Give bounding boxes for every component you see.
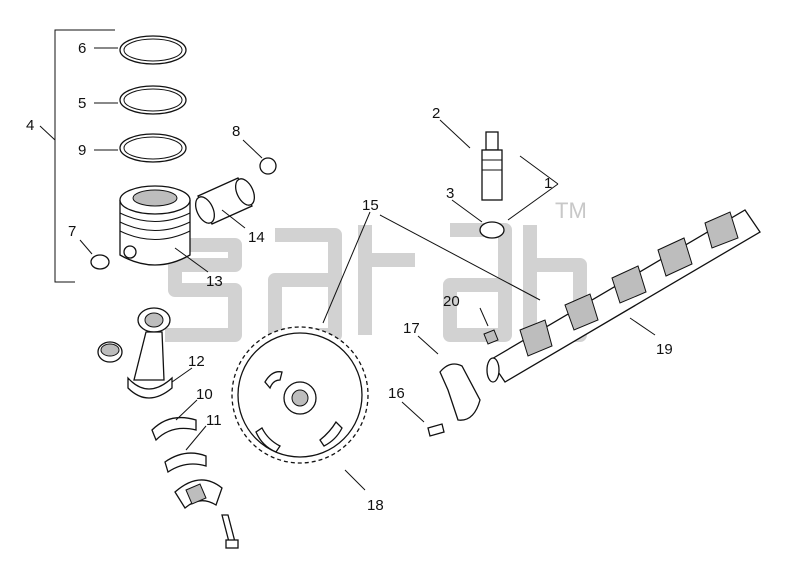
piston-ring-5 [119, 85, 187, 115]
callout-15: 15 [362, 197, 379, 214]
piston [119, 185, 191, 266]
callout-5: 5 [78, 95, 86, 112]
bearing-shell-10 [151, 416, 197, 442]
callout-2: 2 [432, 105, 440, 122]
callout-14: 14 [248, 229, 265, 246]
bearing-shell-11 [164, 452, 207, 474]
watermark-trademark: TM [555, 198, 587, 223]
piston-ring-6 [119, 35, 187, 65]
camshaft [486, 209, 761, 383]
callout-18: 20 [443, 293, 460, 310]
callout-13: 13 [206, 273, 223, 290]
callout-19: 19 [656, 341, 673, 358]
woodruff-key [483, 329, 499, 345]
callout-8: 8 [232, 123, 240, 140]
callout-18-gear: 18 [367, 497, 384, 514]
callout-17: 17 [403, 320, 420, 337]
lifter-disc [479, 221, 505, 239]
snap-ring-8 [259, 157, 277, 175]
callout-10: 10 [196, 386, 213, 403]
camshaft-gear [231, 326, 369, 464]
callout-4: 4 [26, 117, 34, 134]
leader-lines [39, 47, 656, 491]
callout-7: 7 [68, 223, 76, 240]
callout-11: 11 [206, 412, 222, 429]
callout-9: 9 [78, 142, 86, 159]
thrust-plate-bolt [427, 423, 445, 437]
callout-6: 6 [78, 40, 86, 57]
piston-ring-9 [119, 133, 187, 163]
valve-tappet [481, 131, 503, 201]
connecting-rod [97, 307, 173, 399]
callout-1: 1 [544, 175, 552, 192]
snap-ring-7 [90, 254, 110, 270]
piston-assembly-bracket [54, 29, 115, 283]
callout-3: 3 [446, 185, 454, 202]
connecting-rod-cap [174, 479, 223, 509]
thrust-plate [439, 363, 481, 421]
callout-12: 12 [188, 353, 205, 370]
connecting-rod-bolt [221, 514, 239, 549]
callout-labels: 1 2 3 4 5 6 7 8 9 10 11 12 13 14 15 16 1… [26, 40, 673, 514]
callout-16: 16 [388, 385, 405, 402]
watermark-logo: TM [165, 198, 587, 342]
piston-pin [194, 177, 256, 225]
